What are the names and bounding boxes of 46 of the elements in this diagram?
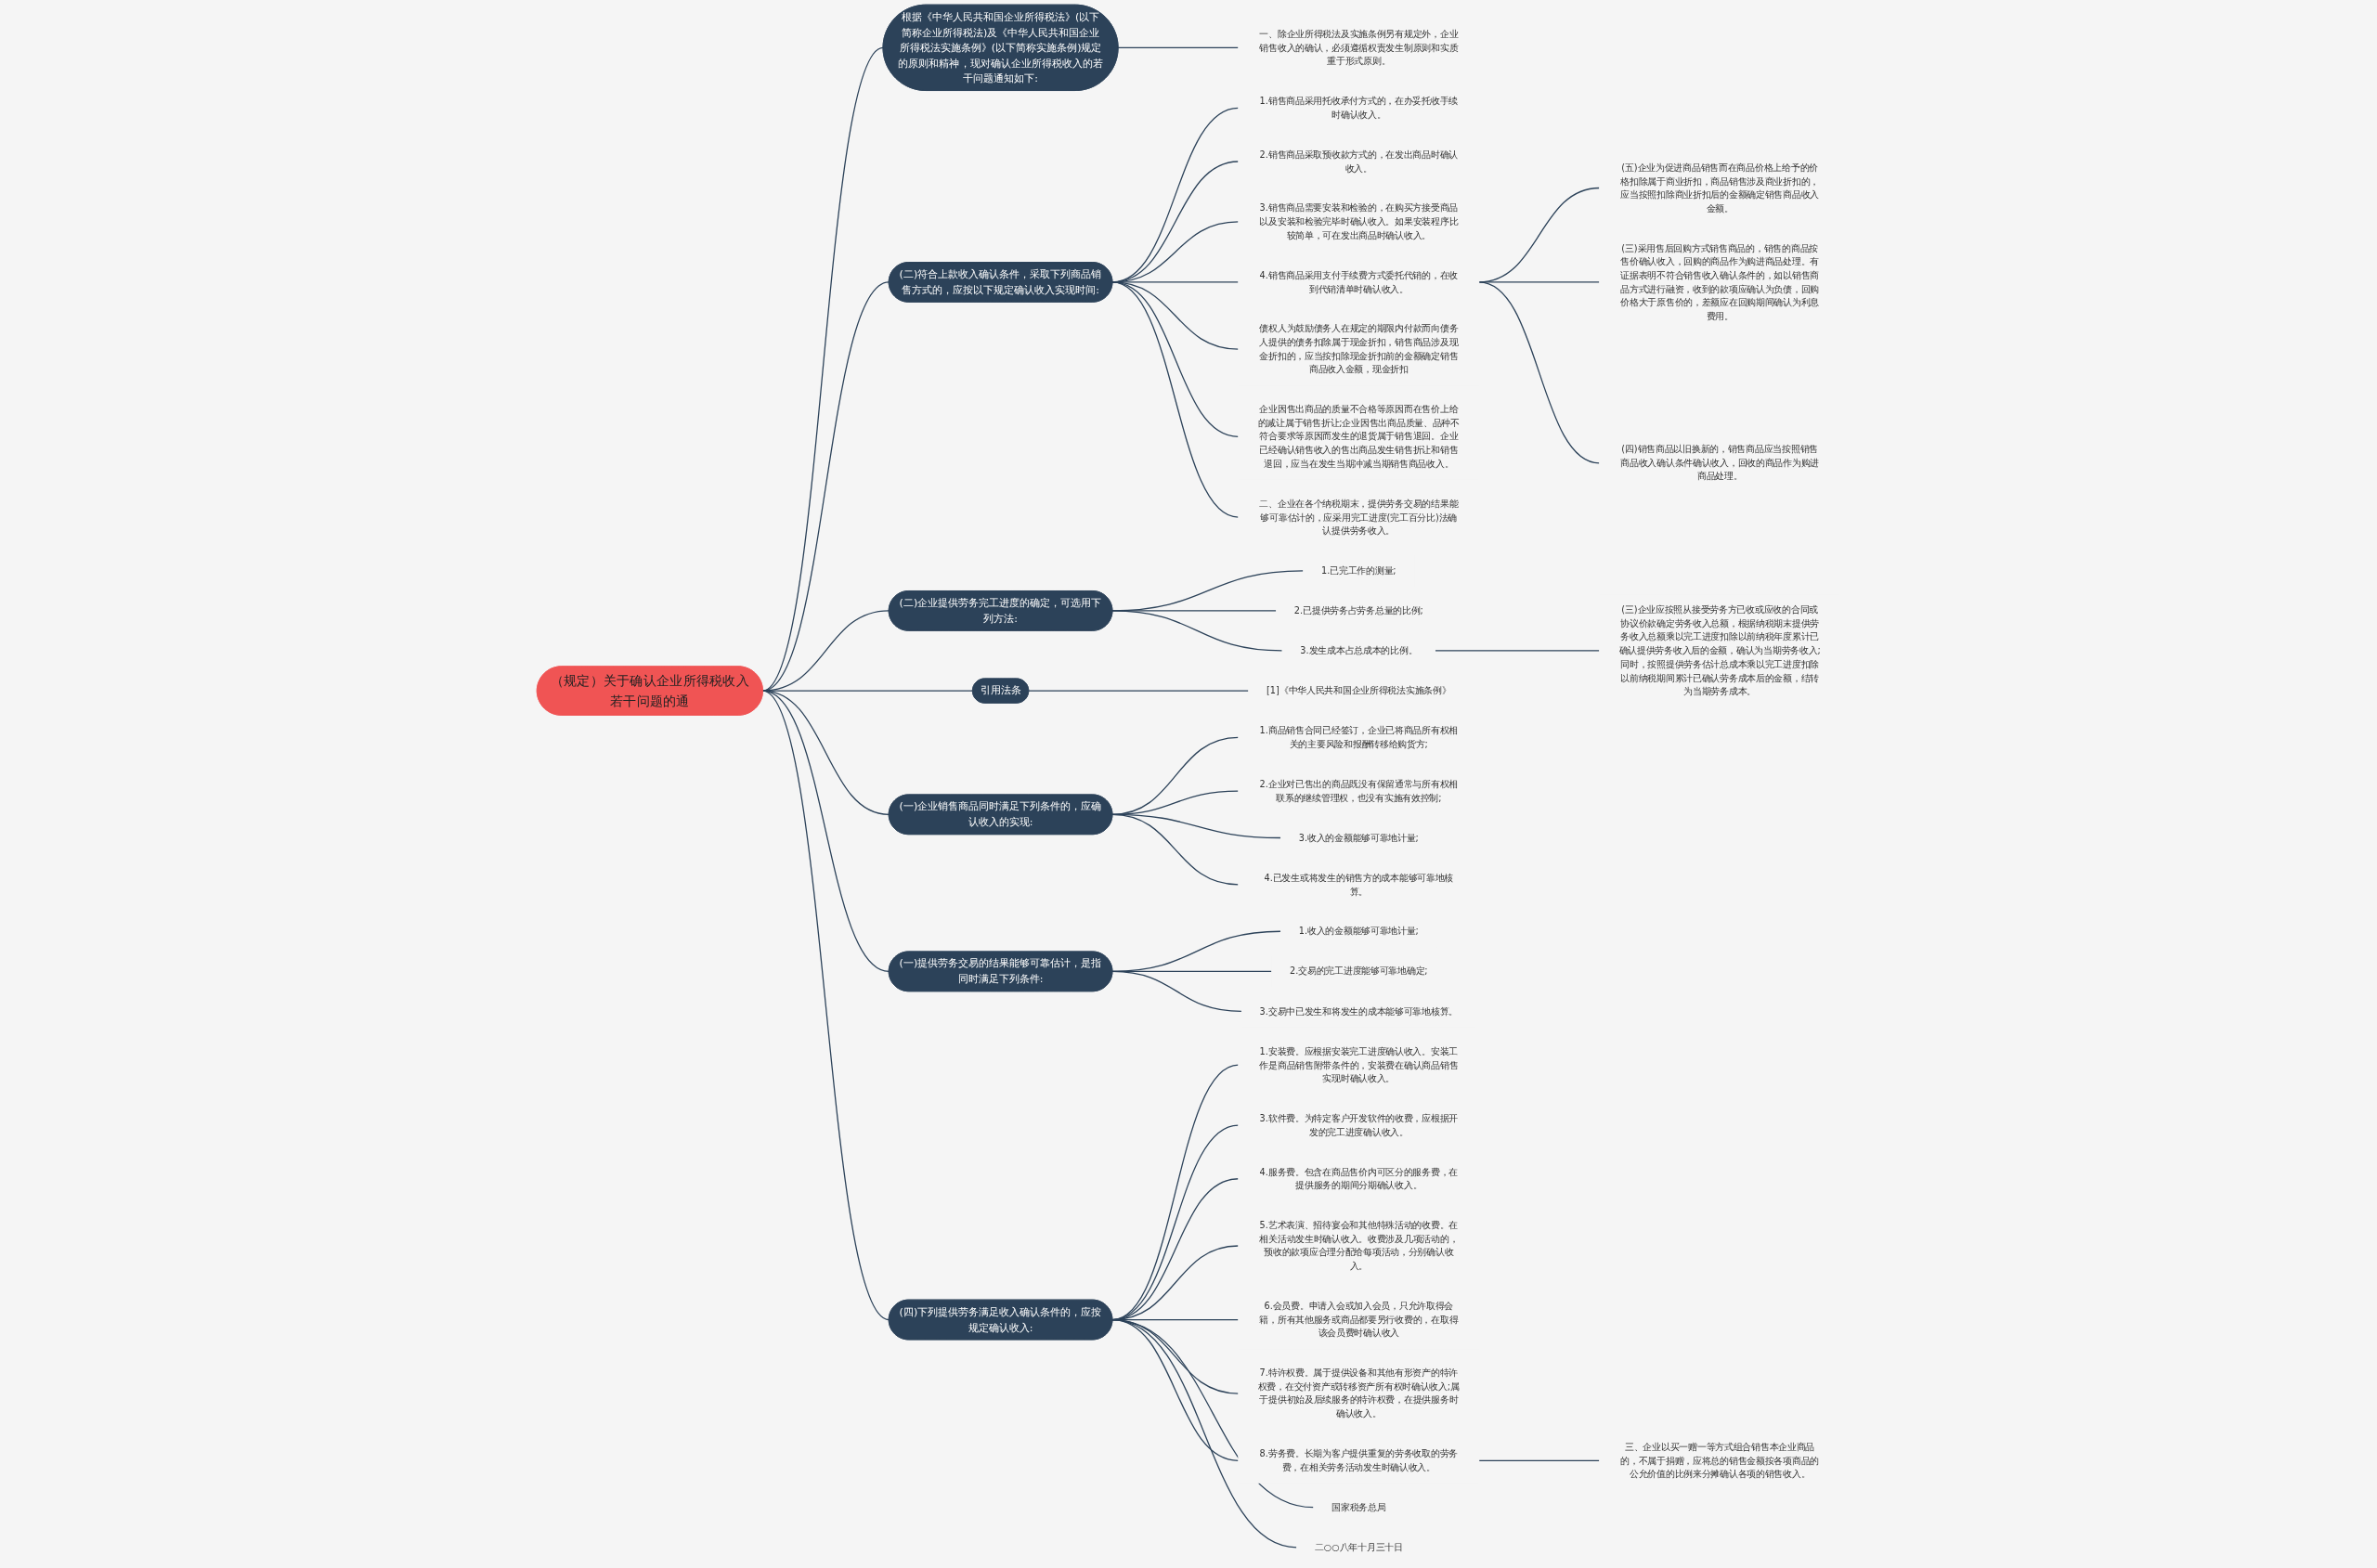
node-text: 1.已完工作的测量; xyxy=(1321,564,1396,577)
node-text: 3.交易中已发生和将发生的成本能够可靠地核算。 xyxy=(1259,1005,1458,1017)
node-text: (三)企业应按照从接受劳务方已收或应收的合同或协议价款确定劳务收入总额，根据纳税期末提供劳务收入总额乘以完工进度扣除以前纳税年度累计已确认提供劳务收入后的金额，确认为当期劳务收入;同时，按照提供劳务估计总成本乘以完工进度扣除以前纳税期间累计已确认劳务成本后的金额，结转为当期劳务成本。 xyxy=(1618,604,1821,697)
node-text: 1.销售商品采用托收承付方式的，在办妥托收手续时确认收入。 xyxy=(1259,96,1458,121)
node-text: 二、企业在各个纳税期末，提供劳务交易的结果能够可靠估计的，应采用完工进度(完工百分比)法确认提供劳务收入。 xyxy=(1259,498,1459,537)
node-text: 4.服务费。包含在商品售价内可区分的服务费，在提供服务的期间分期确认收入。 xyxy=(1259,1166,1458,1191)
connector xyxy=(1111,281,1240,518)
connector xyxy=(1111,1318,1298,1549)
node-text: 4.已发生或将发生的销售方的成本能够可靠地核算。 xyxy=(1264,872,1454,897)
node-text: 4.销售商品采用支付手续费方式委托代销的，在收到代销清单时确认收入。 xyxy=(1259,269,1458,294)
node-text: 3.收入的金额能够可靠地计量; xyxy=(1298,832,1419,844)
connector xyxy=(1028,690,1250,692)
node-text: 三、企业以买一赠一等方式组合销售本企业商品的，不属于捐赠，应将总的销售金额按各项商品的公允价值的比例来分摊确认各项的销售收入。 xyxy=(1620,1441,1820,1480)
node-text: 6.会员费。申请入会或加入会员，只允许取得会籍，所有其他服务或商品都要另行收费的，在取得该会员费时确认收入 xyxy=(1259,1300,1459,1339)
node-text: 1.安装费。应根据安装完工进度确认收入。安装工作是商品销售附带条件的，安装费在确认商品销售实现时确认收入。 xyxy=(1259,1045,1459,1084)
node-text: 企业因售出商品的质量不合格等原因而在售价上给的减让属于销售折让;企业因售出商品质量、品种不符合要求等原因而发生的退货属于销售退回。企业已经确认销售收入的售出商品发生销售折让和销售退回，应当在发生当期冲减当期销售商品收入。 xyxy=(1257,404,1460,470)
connector xyxy=(1478,1459,1601,1461)
connector xyxy=(1117,46,1240,48)
connector xyxy=(1111,736,1240,815)
connector xyxy=(1435,650,1601,652)
connector xyxy=(1111,610,1283,652)
connector xyxy=(1111,970,1242,1013)
connector xyxy=(1478,281,1601,464)
connector xyxy=(1111,281,1240,437)
node-text: 7.特许权费。属于提供设备和其他有形资产的特许权费，在交付资产或转移资产所有权时确认收入;属于提供初始及后续服务的特许权费，在提供服务时确认收入。 xyxy=(1257,1367,1460,1419)
node-text: 2.销售商品采取预收款方式的，在发出商品时确认收入。 xyxy=(1259,149,1458,174)
connector xyxy=(761,690,974,692)
node-text: 2.交易的完工进度能够可靠地确定; xyxy=(1289,965,1428,978)
node-text: 一、除企业所得税法及实施条例另有规定外，企业销售收入的确认，必须遵循权责发生制原则和实质重于形式原则。 xyxy=(1259,28,1459,67)
node-text: 2.企业对已售出的商品既没有保留通常与所有权相联系的继续管理权，也没有实施有效控制; xyxy=(1259,778,1458,804)
node-text: 3.发生成本占总成本的比例。 xyxy=(1300,644,1418,656)
node-text: 3.销售商品需要安装和检验的，在购买方接受商品以及安装和检验完毕时确认收入。如果安装程序比较简单，可在发出商品时确认收入。 xyxy=(1259,202,1459,241)
node-text: 2.已提供劳务占劳务总量的比例; xyxy=(1293,604,1423,616)
node-text: (四)销售商品以旧换新的，销售商品应当按照销售商品收入确认条件确认收入，回收的商品作为购进商品处理。 xyxy=(1620,444,1820,483)
node-text: 5.艺术表演、招待宴会和其他特殊活动的收费。在相关活动发生时确认收入。收费涉及几项活动的，预收的款项应合理分配给每项活动，分别确认收入。 xyxy=(1259,1220,1459,1272)
connector xyxy=(1111,813,1240,886)
node-text: 1.商品销售合同已经签订，企业已将商品所有权相关的主要风险和报酬转移给购货方; xyxy=(1259,725,1458,750)
node-text: 8.劳务费。长期为客户提供重复的劳务收取的劳务费，在相关劳务活动发生时确认收入。 xyxy=(1259,1448,1458,1473)
node-text: [1]《中华人民共和国企业所得税法实施条例》 xyxy=(1266,685,1451,696)
node-text: 3.软件费。为特定客户开发软件的收费，应根据开发的完工进度确认收入。 xyxy=(1259,1112,1458,1138)
node-text: (五)企业为促进商品销售而在商品价格上给予的价格扣除属于商业折扣，商品销售涉及商业折扣的，应当按照扣除商业折扣后的金额确定销售商品收入金额。 xyxy=(1620,162,1820,214)
node-text: 国家税务总局 xyxy=(1331,1501,1386,1513)
node-text: 债权人为鼓励债务人在规定的期限内付款而向债务人提供的债务扣除属于现金折扣，销售商品涉及现金折扣的，应当按扣除现金折扣前的金额确定销售商品收入金额，现金折扣 xyxy=(1259,323,1459,375)
node-text: 二○○八年十月三十日 xyxy=(1314,1541,1403,1553)
node-text: (三)采用售后回购方式销售商品的，销售的商品按售价确认收入，回购的商品作为购进商品处理。有证据表明不符合销售收入确认条件的，如以销售商品方式进行融资，收到的款项应确认为负债，回购价格大于原售价的，差额应在回购期间确认为利息费用。 xyxy=(1620,242,1820,322)
node-text: 1.收入的金额能够可靠地计量; xyxy=(1298,926,1419,937)
